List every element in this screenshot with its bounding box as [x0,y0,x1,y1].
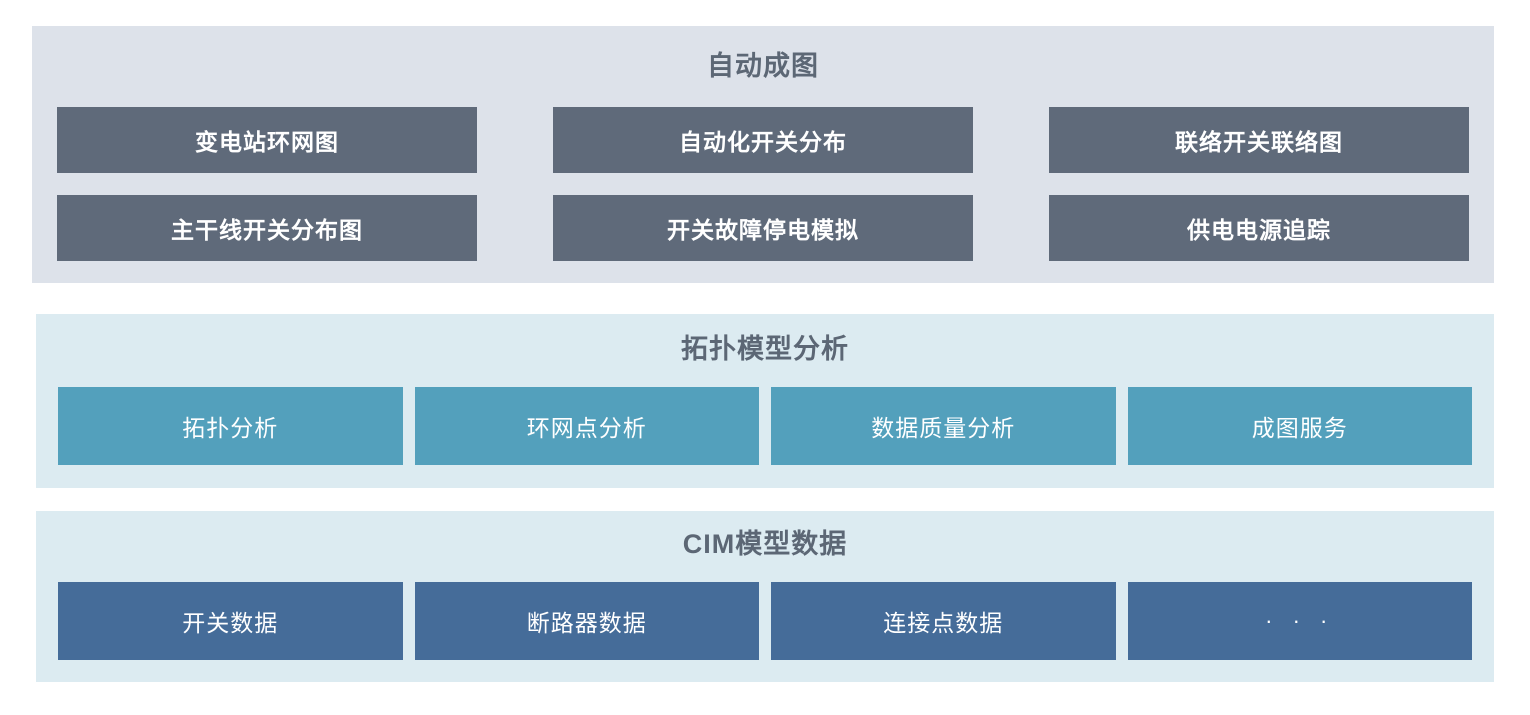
button-trunk-line-switch-distribution-diagram[interactable]: 主干线开关分布图 [57,195,477,261]
button-automation-switch-distribution[interactable]: 自动化开关分布 [553,107,973,173]
panel-topology-title: 拓扑模型分析 [681,334,849,364]
button-tie-switch-connection-diagram[interactable]: 联络开关联络图 [1049,107,1469,173]
panel-automap-title: 自动成图 [707,51,819,81]
panel-automap-row-1: 变电站环网图 自动化开关分布 联络开关联络图 [32,107,1494,173]
button-power-supply-source-tracing[interactable]: 供电电源追踪 [1049,195,1469,261]
button-ring-network-point-analysis[interactable]: 环网点分析 [414,387,759,465]
panel-automap-row-2: 主干线开关分布图 开关故障停电模拟 供电电源追踪 [32,195,1494,261]
button-more-data[interactable]: · · · [1127,582,1472,660]
button-substation-ring-network-diagram[interactable]: 变电站环网图 [57,107,477,173]
button-data-quality-analysis[interactable]: 数据质量分析 [771,387,1116,465]
button-topology-analysis[interactable]: 拓扑分析 [58,387,403,465]
button-switch-data[interactable]: 开关数据 [58,582,403,660]
panel-cim-row-1: 开关数据 断路器数据 连接点数据 · · · [36,582,1494,660]
panel-cim-title: CIM模型数据 [682,529,848,559]
panel-topology-model-analysis: 拓扑模型分析 拓扑分析 环网点分析 数据质量分析 成图服务 [36,314,1494,488]
button-switch-fault-outage-simulation[interactable]: 开关故障停电模拟 [553,195,973,261]
button-connectivity-node-data[interactable]: 连接点数据 [771,582,1116,660]
panel-automap: 自动成图 变电站环网图 自动化开关分布 联络开关联络图 主干线开关分布图 开关故… [32,26,1494,283]
panel-topology-row-1: 拓扑分析 环网点分析 数据质量分析 成图服务 [36,387,1494,465]
button-mapping-service[interactable]: 成图服务 [1127,387,1472,465]
button-circuit-breaker-data[interactable]: 断路器数据 [414,582,759,660]
panel-cim-model-data: CIM模型数据 开关数据 断路器数据 连接点数据 · · · [36,511,1494,682]
